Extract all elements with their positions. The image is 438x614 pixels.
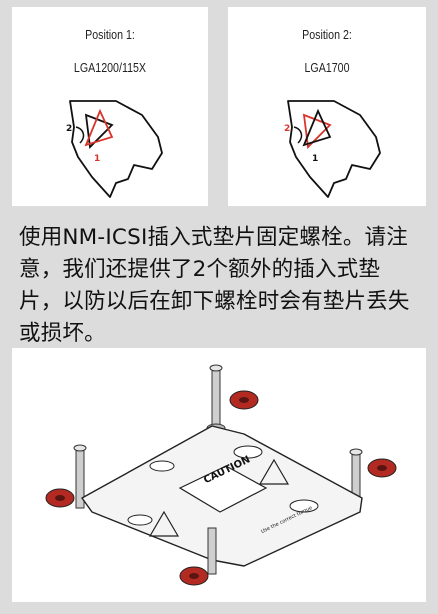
position-1-card: Position 1: LGA1200/115X 2 1 xyxy=(12,7,208,206)
spacer-outline xyxy=(287,100,381,198)
position-2-socket: LGA1700 xyxy=(304,60,350,75)
cut-notch xyxy=(293,126,303,144)
label-red: 1 xyxy=(94,154,100,164)
label-black: 2 xyxy=(66,124,72,134)
red-triangle xyxy=(302,113,332,149)
cutout xyxy=(127,514,153,526)
warning-triangle xyxy=(258,458,290,485)
black-triangle xyxy=(84,113,114,149)
screw-front xyxy=(207,527,217,575)
instruction-text: 使用NM-ICSI插入式垫片固定螺栓。请注意，我们还提供了2个额外的插入式垫片，… xyxy=(19,225,410,346)
position-2-diagram: 2 1 xyxy=(284,100,381,198)
label-red: 2 xyxy=(284,124,290,134)
red-triangle xyxy=(84,108,114,147)
cut-notch xyxy=(75,126,85,144)
spacer-left xyxy=(45,488,75,508)
position-1-title: Position 1: xyxy=(85,27,135,42)
position-1-diagram: 2 1 xyxy=(66,100,163,198)
position-2-title: Position 2: xyxy=(302,27,352,42)
cutout xyxy=(233,445,263,459)
spacer-right xyxy=(367,458,397,478)
screw-back xyxy=(206,364,226,433)
position-1-socket: LGA1200/115X xyxy=(73,60,147,75)
cutout xyxy=(149,460,175,472)
spacer-top-right xyxy=(229,390,259,410)
black-triangle xyxy=(302,108,332,147)
screw-left xyxy=(73,444,87,509)
warning-triangle xyxy=(148,510,180,537)
position-2-card: Position 2: LGA1700 2 1 xyxy=(228,7,426,206)
cutout xyxy=(289,499,319,513)
mounting-bracket-illustration: CAUTION Use the correct torque xyxy=(45,364,397,586)
spacer-outline xyxy=(69,100,163,198)
center-window xyxy=(178,465,268,513)
spacer-bottom xyxy=(179,566,209,586)
screw-right xyxy=(349,448,363,509)
label-black: 1 xyxy=(312,154,318,164)
bracket-illustration-card: CAUTION Use the correct torque xyxy=(12,348,426,602)
